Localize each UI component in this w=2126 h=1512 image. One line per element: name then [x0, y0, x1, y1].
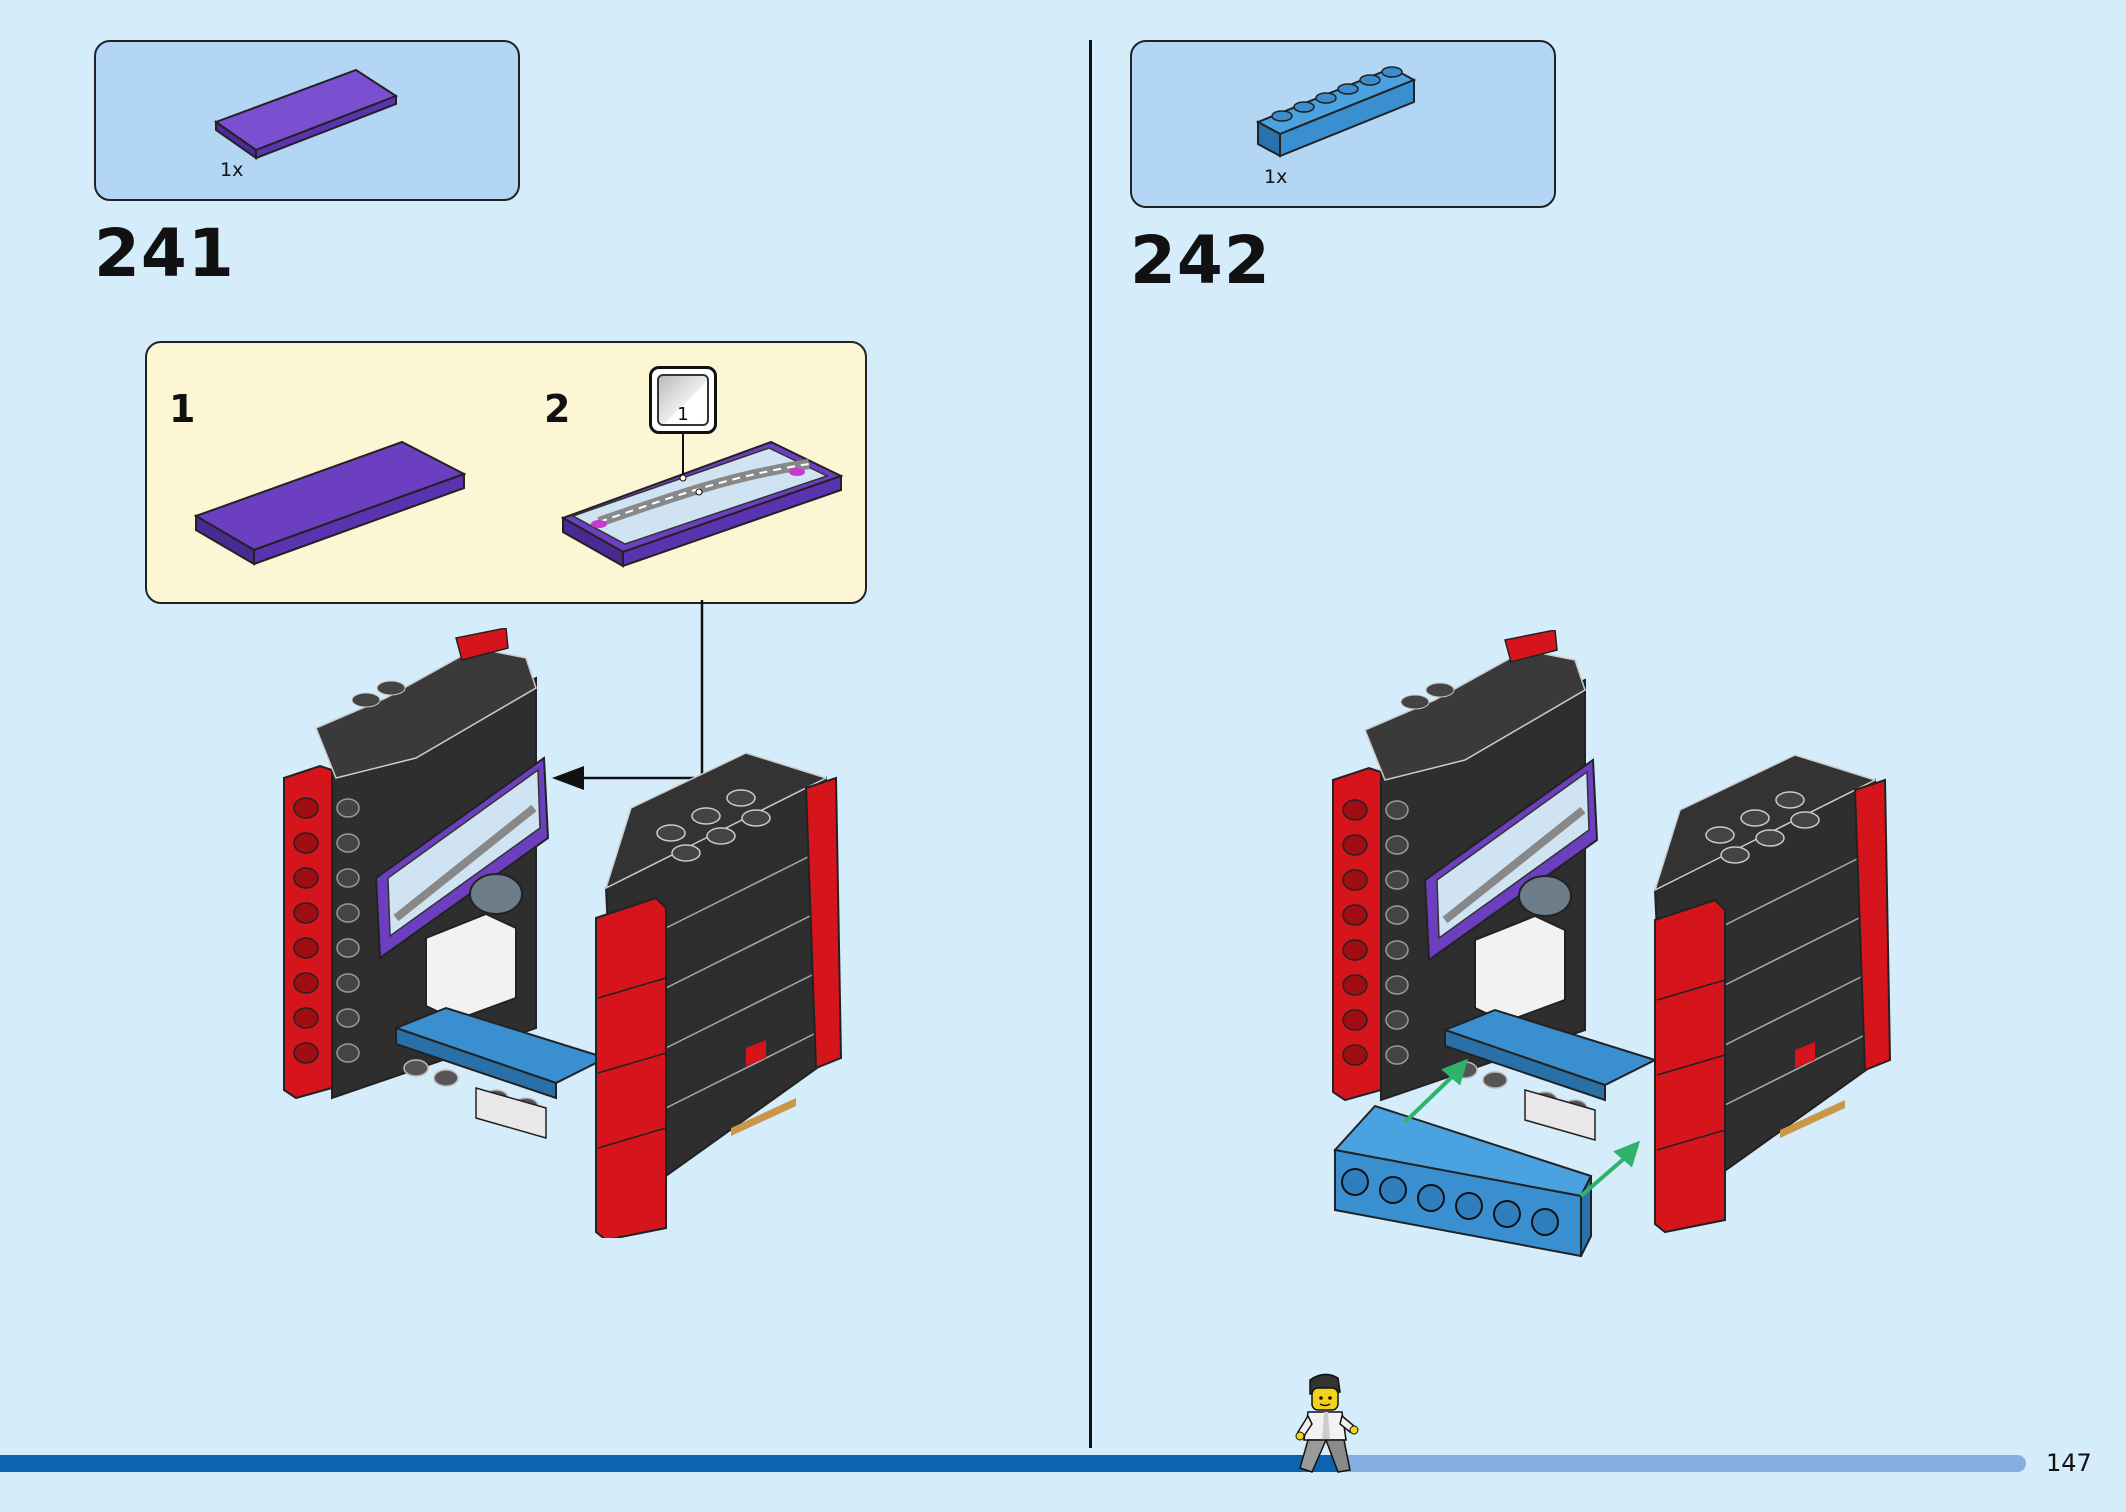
- step-number-242: 242: [1130, 222, 1271, 299]
- build-progress-fill: [0, 1455, 1337, 1472]
- model-assembly-step-242: [1332, 630, 1892, 1258]
- blue-brick-part-icon: [1255, 66, 1417, 158]
- submodel-callout-box: 1 2: [145, 341, 867, 604]
- part-quantity: 1x: [1264, 166, 1288, 188]
- substep-number-2: 2: [544, 387, 571, 431]
- page-divider: [1089, 40, 1092, 1448]
- sticker-number: 1: [677, 404, 689, 425]
- walking-minifigure-icon: [1295, 1373, 1359, 1473]
- substep-number-1: 1: [169, 387, 196, 431]
- sticker-leader-line: [679, 432, 687, 482]
- build-progress-bar: [0, 1455, 2026, 1472]
- purple-tile-part-icon: [213, 68, 399, 160]
- parts-list-box-step-242: 1x: [1130, 40, 1556, 208]
- purple-tile-plain: [193, 440, 467, 566]
- part-quantity: 1x: [220, 159, 244, 181]
- page-number: 147: [2046, 1449, 2092, 1477]
- sticker-reference-tag: 1: [649, 366, 717, 434]
- sticker-icon: [657, 374, 709, 426]
- model-assembly-step-241: [283, 628, 843, 1238]
- step-number-241: 241: [94, 215, 235, 292]
- purple-tile-with-sticker: [560, 440, 844, 568]
- parts-list-box-step-241: 1x: [94, 40, 520, 201]
